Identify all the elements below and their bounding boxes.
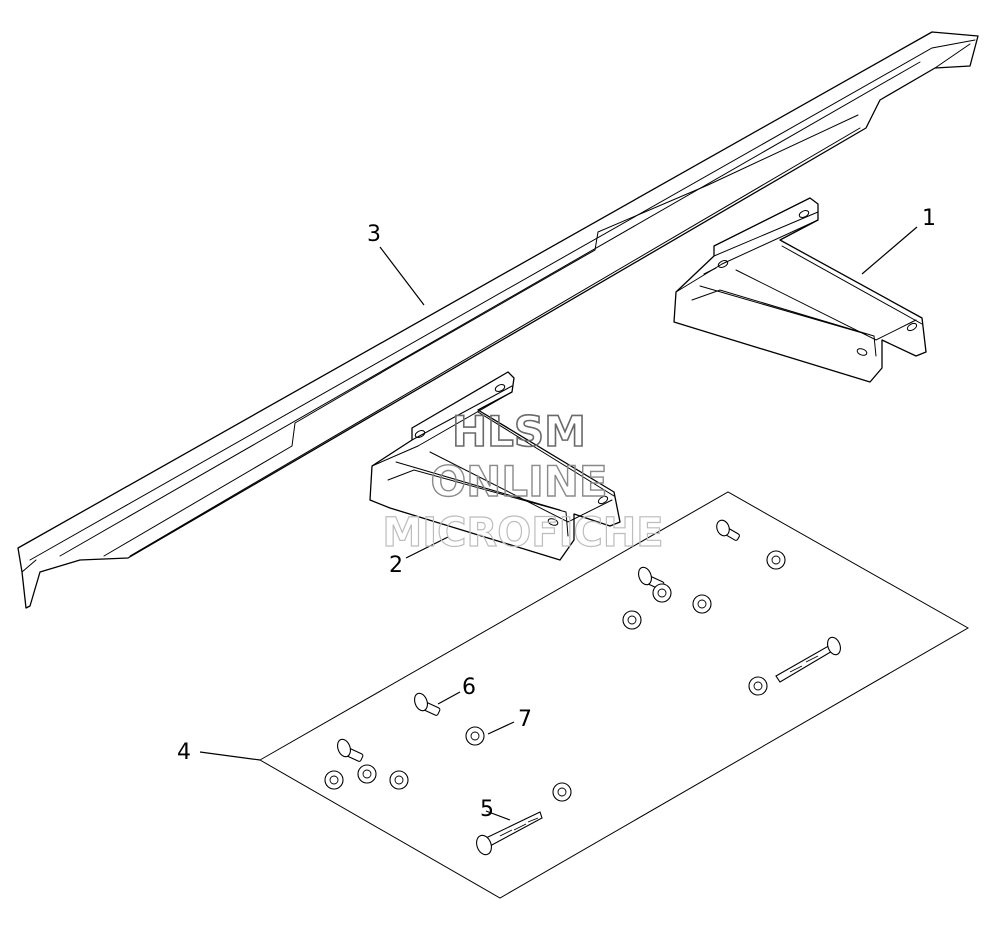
leader-4 <box>199 751 261 761</box>
leader-2 <box>405 536 449 559</box>
part-4-hardware-panel <box>258 491 970 899</box>
carriage-bolt <box>337 738 364 762</box>
leader-6 <box>437 691 461 705</box>
hardware-items <box>324 519 841 856</box>
callout-5: 5 <box>480 797 494 822</box>
flange-nut <box>622 610 642 630</box>
flange-nut <box>692 594 712 614</box>
callout-3: 3 <box>367 222 381 247</box>
leader-7 <box>487 721 515 735</box>
flange-nut-item-7 <box>465 726 485 746</box>
carriage-bolt <box>716 519 740 541</box>
flange-nut <box>552 782 572 802</box>
flange-nut <box>652 583 672 603</box>
long-bolt <box>775 636 841 683</box>
flange-nut <box>389 770 409 790</box>
carriage-bolt-item-6 <box>414 692 441 716</box>
flange-nut <box>324 770 344 790</box>
part-3-shield <box>17 31 979 609</box>
leader-5 <box>485 810 511 821</box>
leader-1 <box>861 226 918 275</box>
flange-nut <box>357 764 377 784</box>
watermark: HLSM ONLINE MICROFICHE <box>382 406 664 556</box>
callout-2: 2 <box>389 553 403 578</box>
watermark-line-2: ONLINE <box>430 457 607 506</box>
watermark-line-1: HLSM <box>452 407 586 456</box>
leader-lines <box>199 226 918 821</box>
part-1-bracket <box>673 197 927 383</box>
leader-3 <box>379 246 425 306</box>
flange-nut <box>748 676 768 696</box>
callout-4: 4 <box>177 740 191 765</box>
flange-nut <box>766 550 786 570</box>
callout-1: 1 <box>922 206 936 231</box>
part-2-bracket <box>369 371 621 561</box>
callout-7: 7 <box>518 707 532 732</box>
long-bolt-item-5 <box>476 811 543 856</box>
callout-6: 6 <box>462 675 476 700</box>
watermark-line-3: MICROFICHE <box>382 510 663 556</box>
